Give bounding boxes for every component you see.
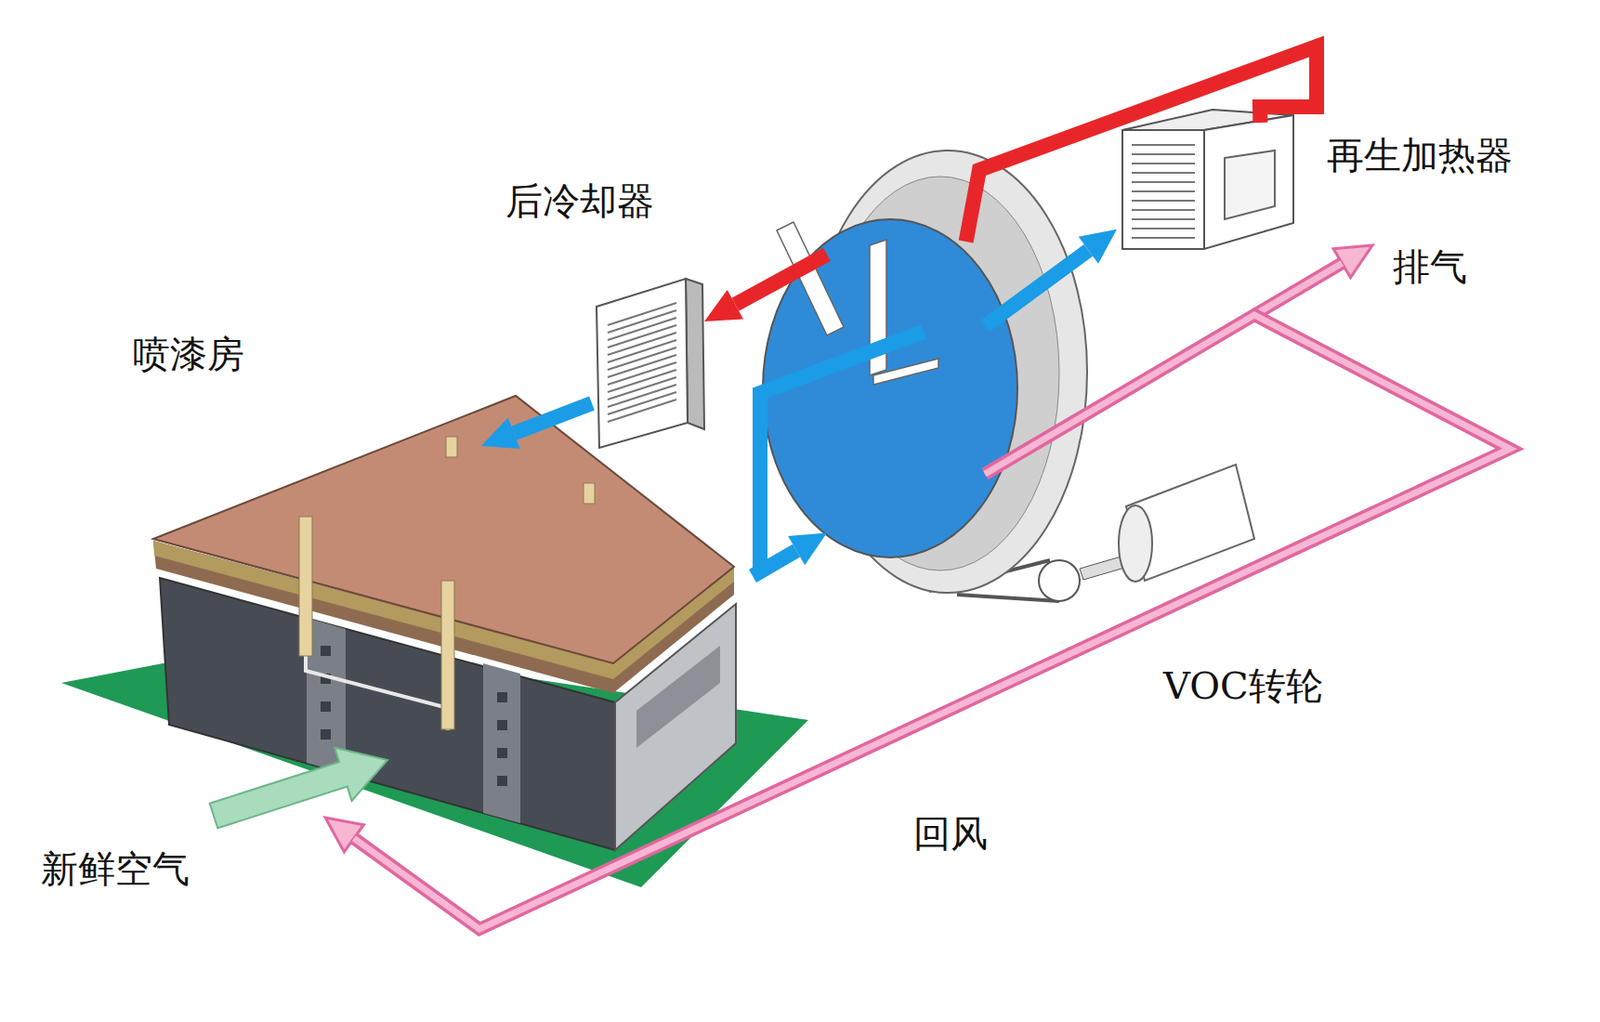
node-label: VOC转轮 bbox=[1163, 663, 1324, 709]
flow-label: 排气 bbox=[1392, 244, 1468, 289]
air-flow-connector bbox=[752, 550, 797, 577]
edge-label: 回风 bbox=[913, 811, 988, 856]
flow-label: 新鲜空气 bbox=[40, 846, 190, 892]
after-cooler-drawing bbox=[596, 278, 705, 448]
booth-column bbox=[483, 663, 521, 824]
node-label: 再生加热器 bbox=[1326, 132, 1513, 178]
exhaust-arrow bbox=[1254, 262, 1342, 315]
cooler-node: 后冷却器 bbox=[591, 275, 705, 449]
heater-panel bbox=[1224, 150, 1275, 220]
air-flow-connector bbox=[966, 46, 1317, 242]
rotor-slot bbox=[873, 358, 939, 385]
heater-node: 再生加热器 bbox=[1116, 122, 1297, 246]
roof-hanger bbox=[583, 483, 595, 504]
roof-hanger bbox=[441, 580, 455, 730]
pulley bbox=[1038, 560, 1080, 602]
cooler-grille bbox=[607, 302, 677, 422]
exhaust-arrow-core bbox=[1254, 262, 1342, 315]
booth-node: 喷漆房 bbox=[153, 445, 753, 818]
paint-booth-drawing bbox=[61, 395, 809, 888]
roof-hanger bbox=[445, 436, 458, 458]
air-flow-connector bbox=[734, 254, 827, 305]
air-flow-connector bbox=[513, 403, 592, 433]
fresh-air-arrow bbox=[209, 747, 388, 829]
air-flow-connector bbox=[984, 249, 1089, 327]
node-label: 喷漆房 bbox=[132, 331, 245, 377]
connector-core bbox=[354, 314, 1510, 930]
cooler-side bbox=[685, 278, 705, 430]
roof-hanger bbox=[299, 516, 313, 656]
heater-drawing bbox=[1122, 109, 1294, 250]
hanger-loop bbox=[305, 655, 448, 731]
rotor-node: VOC转轮 bbox=[826, 241, 985, 549]
heater-grille bbox=[1131, 144, 1195, 238]
cooler-face bbox=[596, 278, 688, 448]
node-label: 后冷却器 bbox=[505, 178, 655, 223]
heater-face bbox=[1122, 130, 1205, 250]
connectors bbox=[354, 46, 1510, 930]
motor-end bbox=[1118, 505, 1153, 582]
rotor-drawing bbox=[762, 150, 1255, 602]
air-flow-connector bbox=[354, 314, 1510, 930]
heater-side bbox=[1204, 115, 1294, 250]
process-air-branch bbox=[760, 331, 924, 569]
